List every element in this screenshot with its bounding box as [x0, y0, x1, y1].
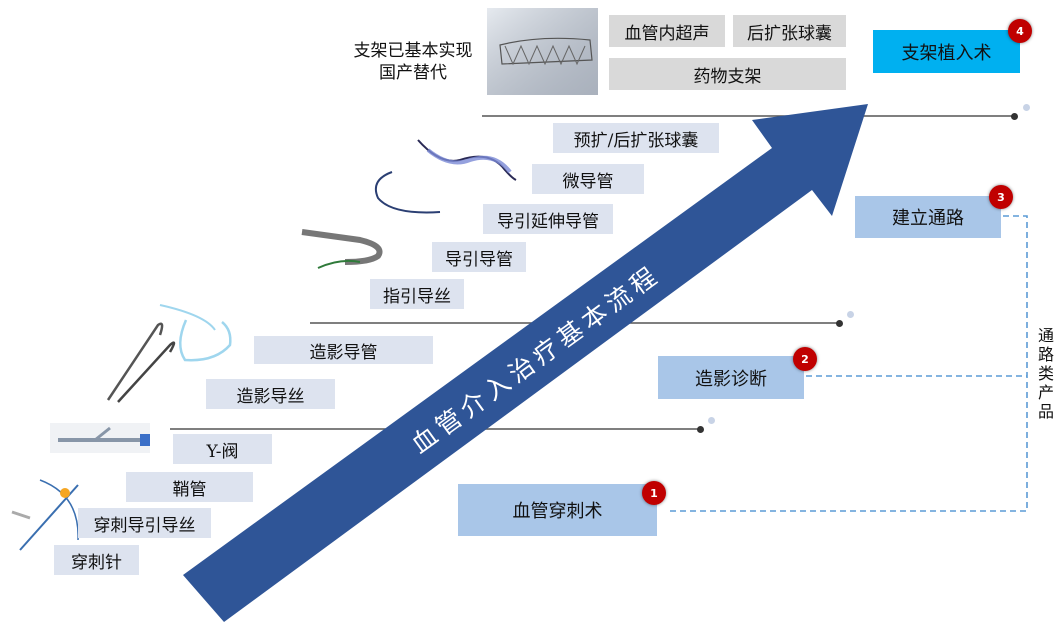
step-badge-3: 3 — [989, 185, 1013, 209]
step-stent-implantation: 支架植入术 — [873, 30, 1020, 73]
stent-localization-note: 支架已基本实现 国产替代 — [353, 41, 473, 83]
line-end-dot — [697, 426, 704, 433]
puncture-needle-image — [11, 479, 79, 551]
access-connector-main — [668, 215, 1028, 512]
product-ivus: 血管内超声 — [609, 15, 725, 47]
product-guide-catheter: 导引导管 — [432, 242, 526, 272]
product-puncture-guidewire: 穿刺导引导丝 — [78, 508, 211, 538]
product-angio-guidewire: 造影导丝 — [206, 379, 335, 409]
main-flow-arrow — [183, 104, 868, 622]
y-valve-image — [50, 423, 150, 453]
stent-image — [487, 8, 598, 95]
product-y-valve: Y-阀 — [173, 434, 272, 464]
line-end-dot — [1011, 113, 1018, 120]
product-guide-wire: 指引导丝 — [370, 279, 464, 309]
access-products-label: 通路类产品 — [1037, 326, 1054, 421]
product-post-balloon: 后扩张球囊 — [733, 15, 846, 47]
product-angio-catheter: 造影导管 — [254, 336, 433, 364]
step-establish-access: 建立通路 — [855, 196, 1001, 238]
line-end-dot — [708, 417, 715, 424]
product-microcatheter: 微导管 — [532, 164, 644, 194]
angio-catheter-image — [106, 304, 232, 403]
step-vascular-puncture: 血管穿刺术 — [458, 484, 657, 536]
step-badge-1: 1 — [642, 481, 666, 505]
step-badge-2: 2 — [793, 347, 817, 371]
product-puncture-needle: 穿刺针 — [54, 545, 139, 575]
catheter-wire-image — [374, 139, 517, 214]
product-drug-stent: 药物支架 — [609, 58, 846, 90]
line-end-dot — [836, 320, 843, 327]
step-badge-4: 4 — [1008, 19, 1032, 43]
guide-catheter-image — [301, 229, 383, 269]
line-end-dot — [847, 311, 854, 318]
product-guide-extension: 导引延伸导管 — [483, 204, 613, 234]
line-end-dot — [1023, 104, 1030, 111]
step-angiography-diagnosis: 造影诊断 — [658, 356, 804, 399]
product-sheath: 鞘管 — [126, 472, 253, 502]
product-pre-post-balloon: 预扩/后扩张球囊 — [553, 123, 719, 153]
